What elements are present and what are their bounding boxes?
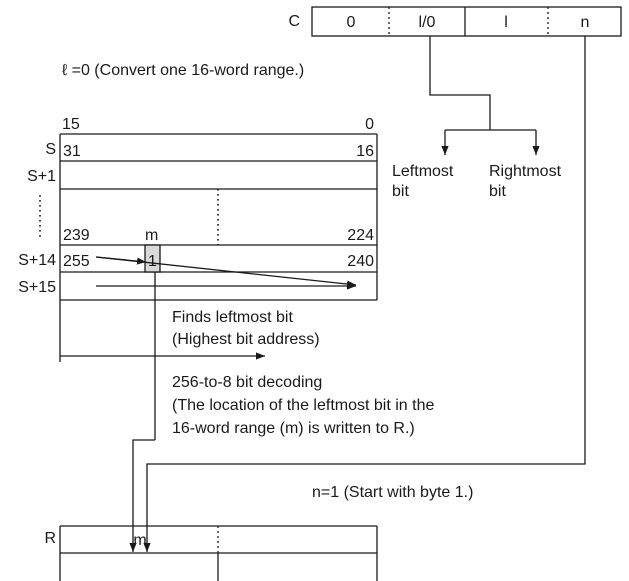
finds-note-line2: (Highest bit address): [172, 331, 320, 348]
bit-240: 240: [347, 253, 374, 270]
row-label-s15: S+15: [18, 279, 56, 296]
bit-low-label: 0: [365, 116, 374, 133]
rightmost-label-line2: bit: [489, 183, 506, 200]
m-label: m: [145, 227, 158, 244]
row-label-s14: S+14: [18, 252, 56, 269]
control-field-1: l/0: [419, 14, 436, 31]
decode-note-line3: 16-word range (m) is written to R.): [172, 420, 415, 437]
leftmost-label-line1: Leftmost: [392, 163, 454, 180]
bit-224: 224: [347, 227, 374, 244]
control-field-3: n: [581, 14, 590, 31]
bit-16: 16: [356, 143, 374, 160]
bit-31: 31: [63, 143, 81, 160]
control-word: C 0 l/0 l n: [288, 6, 622, 37]
source-words: 15 0 S S+1 S+14 S+15 31 16 239 m 224 255…: [18, 116, 378, 301]
result-label: R: [44, 530, 56, 547]
rightmost-label-line1: Rightmost: [489, 163, 562, 180]
start-note: n=1 (Start with byte 1.): [312, 484, 473, 501]
direction-connector: [429, 36, 540, 155]
decode-note: 256-to-8 bit decoding (The location of t…: [172, 374, 434, 437]
bit-255: 255: [63, 253, 90, 270]
finds-flow: Finds leftmost bit (Highest bit address): [59, 272, 320, 552]
control-field-0: 0: [347, 14, 356, 31]
control-word-box: [311, 6, 622, 37]
row-label-s1: S+1: [27, 168, 56, 185]
decode-note-line1: 256-to-8 bit decoding: [172, 374, 322, 391]
result-word: R m: [44, 525, 378, 581]
bit-direction-labels: Leftmost bit Rightmost bit: [392, 163, 562, 200]
found-bit-value: 1: [148, 253, 157, 270]
bit-239: 239: [63, 227, 90, 244]
bit-high-label: 15: [62, 116, 80, 133]
result-value: m: [133, 532, 146, 549]
control-word-label: C: [288, 13, 300, 30]
finds-note-line1: Finds leftmost bit: [172, 309, 293, 326]
range-note: ℓ =0 (Convert one 16-word range.): [62, 62, 304, 79]
row-label-s: S: [45, 141, 56, 158]
scan-arrow-2: [95, 256, 357, 288]
decode-note-line2: (The location of the leftmost bit in the: [172, 397, 434, 414]
control-field-2: l: [504, 14, 508, 31]
n-connector: n=1 (Start with byte 1.): [143, 36, 586, 552]
leftmost-label-line2: bit: [392, 183, 409, 200]
